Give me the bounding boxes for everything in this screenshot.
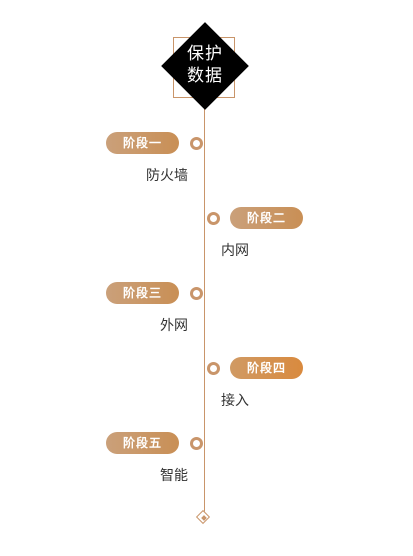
title-text: 保护 数据 (160, 43, 250, 87)
stage-5-badge: 阶段五 (106, 432, 179, 454)
stage-1-label: 防火墙 (146, 168, 188, 184)
stage-1-badge: 阶段一 (106, 132, 179, 154)
stage-2-node (207, 212, 220, 225)
stage-4-node (207, 362, 220, 375)
title-line-1: 保护 (187, 44, 223, 64)
stage-4-label: 接入 (221, 393, 249, 409)
stage-5-label: 智能 (160, 468, 188, 484)
stage-2-label: 内网 (221, 243, 249, 259)
stage-3-label: 外网 (160, 318, 188, 334)
stage-3-node (190, 287, 203, 300)
stage-2-badge: 阶段二 (230, 207, 303, 229)
stage-4-badge: 阶段四 (230, 357, 303, 379)
title-line-2: 数据 (187, 66, 223, 86)
timeline-axis (204, 98, 205, 512)
stage-3-badge: 阶段三 (106, 282, 179, 304)
stage-5-node (190, 437, 203, 450)
stage-1-node (190, 137, 203, 150)
